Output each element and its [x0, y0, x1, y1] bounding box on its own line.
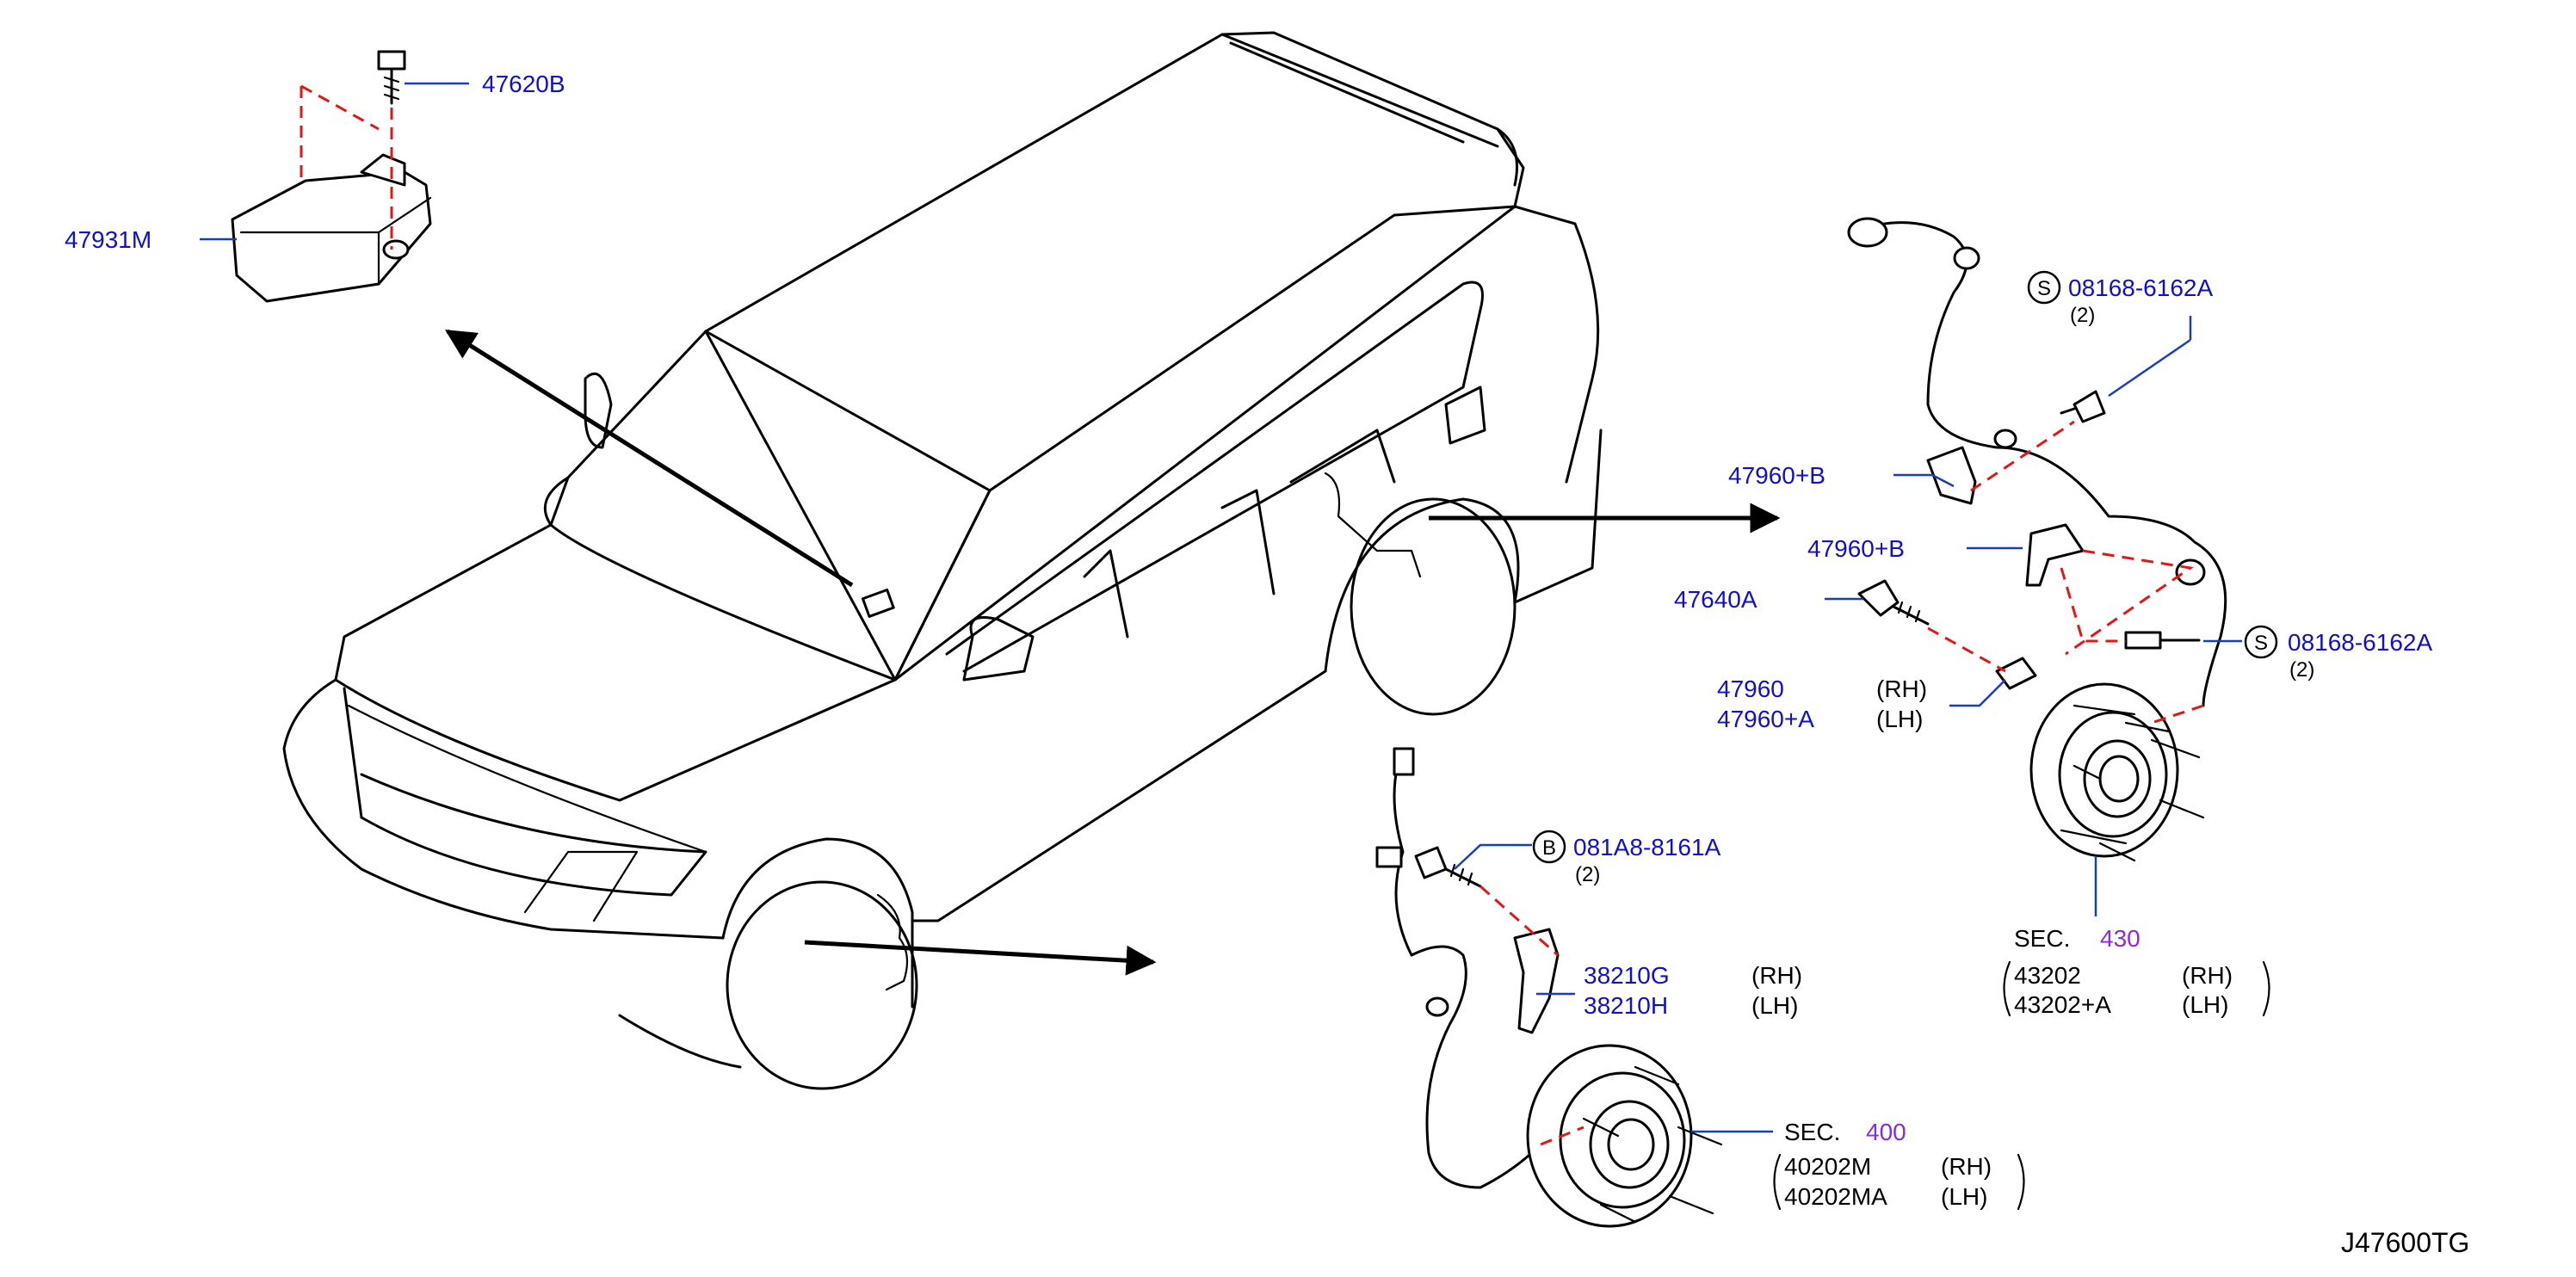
b-badge: B [1532, 830, 1566, 864]
sec-400-link[interactable]: 400 [1866, 1119, 1906, 1145]
part-47931M-label[interactable]: 47931M [65, 226, 151, 253]
sec-430-prefix: SEC. [2014, 925, 2070, 952]
part-40202M-rh-label: 40202M [1784, 1153, 1871, 1180]
part-47960-rh-label[interactable]: 47960 [1717, 676, 1784, 702]
fit-lines-yaw-sensor [300, 84, 393, 250]
sec-400-bracket-left [1773, 1153, 1782, 1211]
part-43202A-lh-side: (LH) [2182, 991, 2228, 1018]
sec-400-prefix: SEC. [1784, 1119, 1840, 1145]
part-38210H-lh-label[interactable]: 38210H [1584, 992, 1668, 1019]
callout-arrows [445, 329, 1781, 976]
part-47960-rh-side: (RH) [1876, 676, 1927, 702]
part-08168-6162A-right-label[interactable]: 08168-6162A [2288, 629, 2432, 656]
part-08168-6162A-right-qty: (2) [2289, 658, 2314, 682]
fit-lines-front [1480, 885, 1585, 1146]
part-08168-6162A-top-label[interactable]: 08168-6162A [2068, 275, 2213, 301]
part-40202MA-lh-label: 40202MA [1784, 1183, 1887, 1210]
part-40202M-rh-side: (RH) [1941, 1153, 1992, 1180]
sec-430-link[interactable]: 430 [2100, 925, 2140, 952]
svg-text:S: S [2037, 277, 2051, 300]
yaw-sensor-illustration [231, 50, 432, 303]
part-47960B-bracket-label[interactable]: 47960+B [1728, 462, 1825, 489]
fit-lines-rear [1927, 420, 2204, 725]
part-38210G-rh-label[interactable]: 38210G [1584, 962, 1670, 989]
part-47960B-clip-label[interactable]: 47960+B [1807, 535, 1905, 562]
part-47960A-lh-side: (LH) [1876, 706, 1923, 732]
sec-430-bracket-left [2003, 960, 2011, 1017]
part-081A8-8161A-label[interactable]: 081A8-8161A [1573, 834, 1721, 861]
part-38210H-lh-side: (LH) [1751, 992, 1798, 1019]
part-47620B-label[interactable]: 47620B [482, 71, 565, 97]
svg-text:S: S [2254, 632, 2268, 655]
part-43202-rh-side: (RH) [2182, 962, 2233, 989]
sec-400-bracket-right [2017, 1153, 2025, 1211]
diagram-code: J47600TG [2341, 1227, 2469, 1258]
svg-text:B: B [1542, 836, 1556, 860]
part-47960A-lh-label[interactable]: 47960+A [1717, 706, 1814, 732]
part-40202MA-lh-side: (LH) [1941, 1183, 1987, 1210]
part-47640A-label[interactable]: 47640A [1674, 586, 1757, 613]
part-08168-6162A-top-qty: (2) [2070, 304, 2095, 327]
sec-430-bracket-right [2262, 960, 2270, 1017]
part-43202-rh-label: 43202 [2014, 962, 2081, 989]
part-38210G-rh-side: (RH) [1751, 962, 1802, 989]
leader-lines [200, 82, 2242, 1133]
rear-abs-illustration [1847, 217, 2227, 862]
part-43202A-lh-label: 43202+A [2014, 991, 2111, 1018]
part-081A8-8161A-qty: (2) [1575, 863, 1600, 886]
s-badge-top: S [2027, 270, 2061, 305]
s-badge-right: S [2244, 625, 2278, 659]
front-abs-illustration [1375, 747, 1723, 1228]
vehicle-illustration [282, 31, 1603, 1090]
